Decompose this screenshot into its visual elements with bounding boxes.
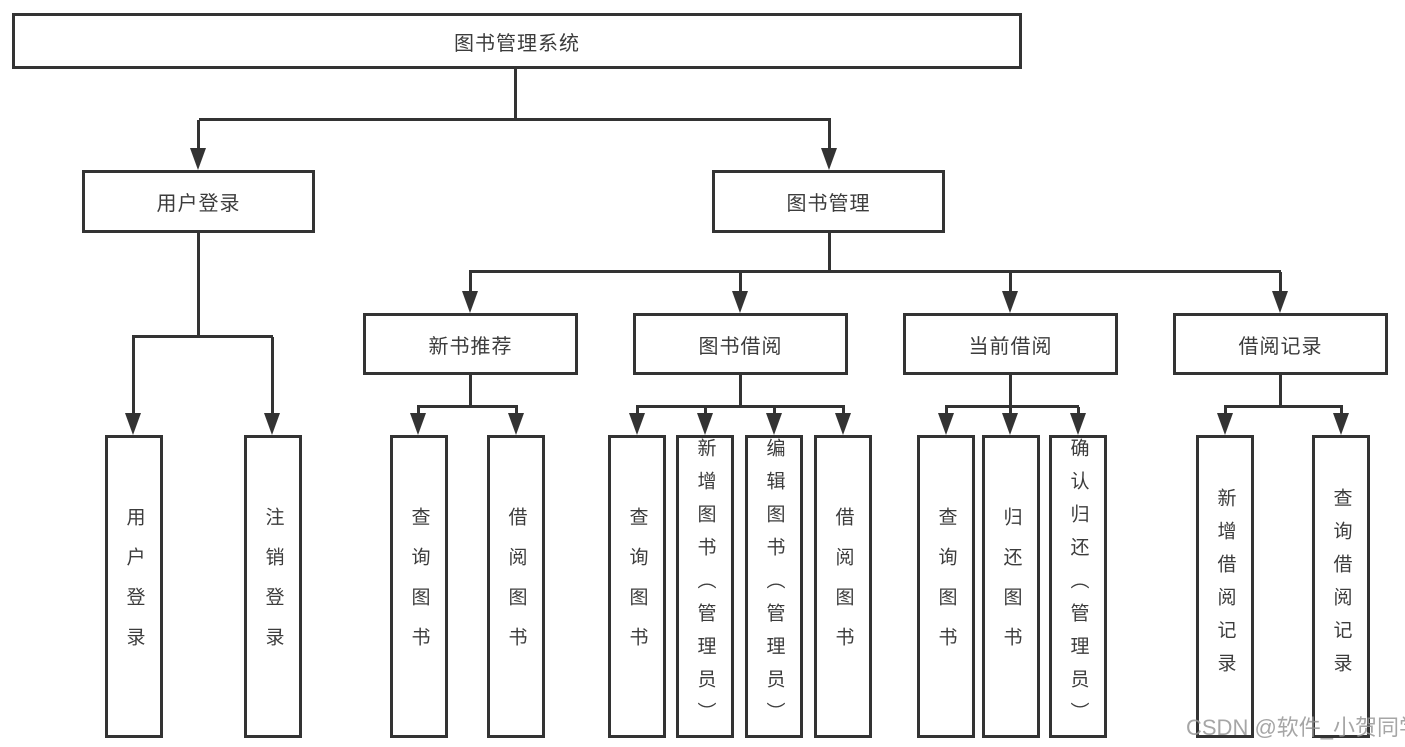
arrow-down-icon <box>766 413 782 435</box>
connector-hline <box>132 335 273 338</box>
leaf-logout: 注销登录 <box>244 435 302 738</box>
leaf-user-login: 用户登录 <box>105 435 163 738</box>
leaf-cb-return-books: 归还图书 <box>982 435 1040 738</box>
leaf-br-query-record: 查询借阅记录 <box>1312 435 1370 738</box>
connector-hline <box>417 405 518 408</box>
arrow-down-icon <box>732 291 748 313</box>
connector-vline <box>514 69 517 120</box>
connector-vline <box>1279 375 1282 407</box>
arrow-down-icon <box>1002 413 1018 435</box>
connector-hline <box>469 270 1281 273</box>
watermark: CSDN @软件_小贺同学 <box>1186 715 1405 740</box>
connector-vline <box>1009 407 1012 415</box>
node-current-borrowing: 当前借阅 <box>903 313 1118 375</box>
node-library-system: 图书管理系统 <box>12 13 1022 69</box>
arrow-down-icon <box>835 413 851 435</box>
arrow-down-icon <box>264 413 280 435</box>
connector-vline <box>132 337 135 413</box>
connector-hline <box>945 405 1079 408</box>
connector-vline <box>739 375 742 407</box>
arrow-down-icon <box>821 148 837 170</box>
connector-vline <box>469 375 472 407</box>
leaf-br-add-record: 新增借阅记录 <box>1196 435 1254 738</box>
leaf-nb-query-books: 查询图书 <box>390 435 448 738</box>
connector-vline <box>773 407 776 415</box>
node-book-management: 图书管理 <box>712 170 945 233</box>
leaf-bb-add-books-admin: 新增图书（管理员） <box>676 435 734 738</box>
arrow-down-icon <box>462 291 478 313</box>
connector-vline <box>636 407 639 415</box>
arrow-down-icon <box>629 413 645 435</box>
connector-vline <box>739 272 742 293</box>
node-user-login: 用户登录 <box>82 170 315 233</box>
connector-vline <box>828 120 831 148</box>
connector-hline <box>1224 405 1343 408</box>
leaf-nb-borrow-books: 借阅图书 <box>487 435 545 738</box>
leaf-bb-edit-books-admin: 编辑图书（管理员） <box>745 435 803 738</box>
node-book-borrowing: 图书借阅 <box>633 313 848 375</box>
connector-vline <box>1279 272 1282 293</box>
connector-vline <box>469 272 472 293</box>
arrow-down-icon <box>508 413 524 435</box>
connector-vline <box>704 407 707 415</box>
arrow-down-icon <box>190 148 206 170</box>
connector-vline <box>1077 407 1080 415</box>
connector-vline <box>515 407 518 415</box>
arrow-down-icon <box>410 413 426 435</box>
arrow-down-icon <box>1070 413 1086 435</box>
arrow-down-icon <box>125 413 141 435</box>
connector-vline <box>197 120 200 148</box>
arrow-down-icon <box>1002 291 1018 313</box>
node-new-book-recommend: 新书推荐 <box>363 313 578 375</box>
connector-hline <box>199 118 831 121</box>
connector-vline <box>1009 272 1012 293</box>
connector-vline <box>1009 375 1012 407</box>
connector-hline <box>636 405 845 408</box>
leaf-cb-confirm-return-admin: 确认归还（管理员） <box>1049 435 1107 738</box>
connector-vline <box>842 407 845 415</box>
node-borrowing-records: 借阅记录 <box>1173 313 1388 375</box>
connector-vline <box>828 233 831 272</box>
arrow-down-icon <box>697 413 713 435</box>
connector-vline <box>1340 407 1343 415</box>
connector-vline <box>197 233 200 337</box>
connector-vline <box>271 337 274 413</box>
arrow-down-icon <box>938 413 954 435</box>
arrow-down-icon <box>1333 413 1349 435</box>
connector-vline <box>417 407 420 415</box>
arrow-down-icon <box>1217 413 1233 435</box>
connector-vline <box>1224 407 1227 415</box>
leaf-cb-query-books: 查询图书 <box>917 435 975 738</box>
leaf-bb-query-books: 查询图书 <box>608 435 666 738</box>
leaf-bb-borrow-books: 借阅图书 <box>814 435 872 738</box>
arrow-down-icon <box>1272 291 1288 313</box>
connector-vline <box>945 407 948 415</box>
